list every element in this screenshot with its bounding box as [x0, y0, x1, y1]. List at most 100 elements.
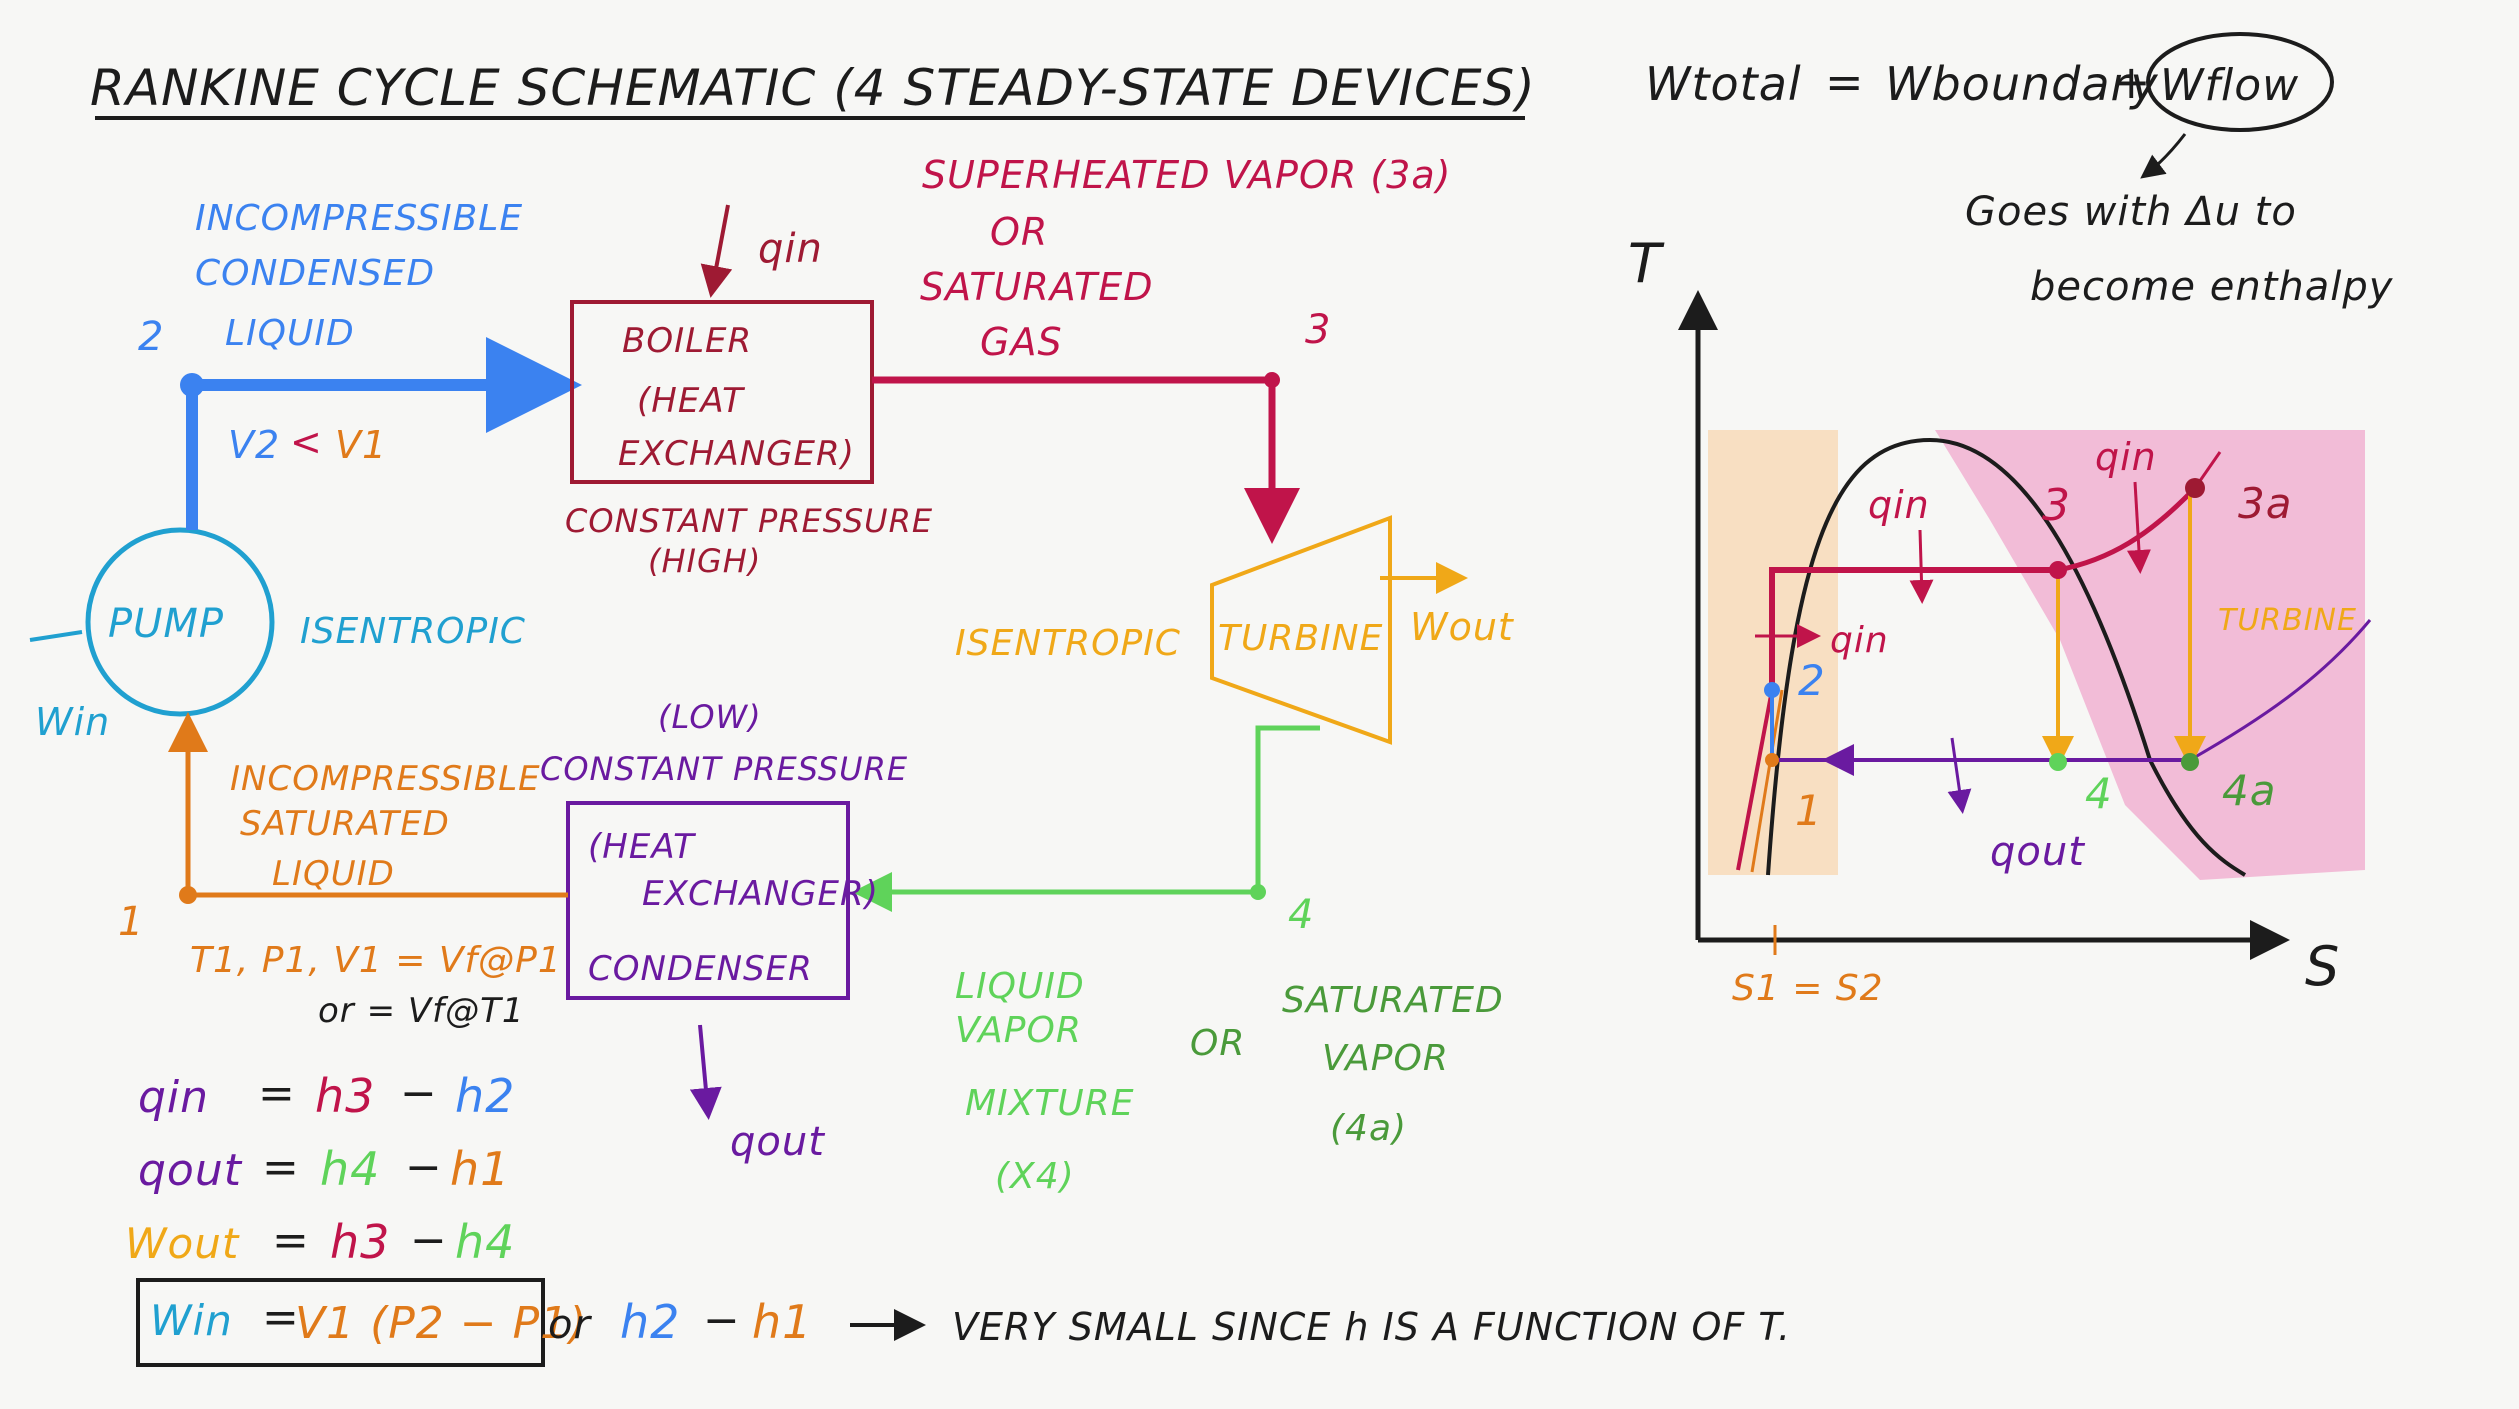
- condenser-box: [566, 801, 850, 1000]
- eq-qout-op: =: [262, 1142, 299, 1193]
- lvm-4: (X4): [995, 1156, 1075, 1197]
- qout-arrow: [689, 1024, 722, 1120]
- win-equation-box: [136, 1278, 545, 1367]
- superheated-or: OR: [990, 210, 1048, 254]
- ts-point-4: [2049, 753, 2067, 771]
- condenser-low: (LOW): [658, 698, 762, 736]
- lvm-1: LIQUID: [955, 966, 1085, 1007]
- ts-label-3: 3: [2042, 480, 2071, 531]
- w-flow: Wflow: [2160, 60, 2299, 111]
- ts-superheat-curve: [2057, 486, 2197, 573]
- liquid-label-2: LIQUID: [225, 313, 355, 354]
- lvm-3: MIXTURE: [965, 1083, 1134, 1124]
- ts-turbine-label: TURBINE: [2218, 603, 2357, 638]
- pump-win: Win: [35, 700, 110, 744]
- ts-label-2: 2: [1798, 656, 1826, 705]
- w-total: Wtotal: [1645, 57, 1802, 111]
- qin-arrow: [700, 204, 733, 298]
- condenser-label-2: EXCHANGER): [642, 874, 879, 914]
- boiler-box: [570, 300, 874, 484]
- eq-qout-b: h1: [450, 1142, 510, 1196]
- w-plus: +: [2112, 55, 2151, 109]
- eq-qin-b: h2: [455, 1069, 515, 1123]
- state-3-dot: [1264, 372, 1280, 388]
- ts-heat-addition: [1769, 567, 2058, 690]
- eq-win-lhs: Win: [150, 1296, 233, 1345]
- state-4-label: 4: [1288, 892, 1314, 938]
- eq-qin-minus: −: [400, 1068, 437, 1119]
- state-1-label: 1: [118, 899, 144, 945]
- ts-qout: qout: [1990, 829, 2085, 875]
- ts-pink-region: [1935, 430, 2365, 880]
- ts-qin-right: qin: [2095, 435, 2157, 479]
- state-3-label: 3: [1305, 307, 1331, 353]
- pump-process: ISENTROPIC: [300, 611, 526, 652]
- boiler-pressure-1: CONSTANT PRESSURE: [565, 502, 933, 540]
- eq-qout-lhs: qout: [138, 1145, 243, 1196]
- ts-label-4: 4: [2085, 769, 2113, 818]
- w-flow-note-2: become enthalpy: [2030, 264, 2394, 310]
- eq-win-a: V1 (P2 − P1): [295, 1298, 587, 1349]
- win-arrow: [29, 630, 83, 642]
- eq-qin-a: h3: [315, 1069, 375, 1123]
- incompressible-2: INCOMPRESSIBLE: [230, 759, 541, 799]
- s-axis-label: S: [2305, 935, 2340, 998]
- ts-qin-right-arrow: [2126, 481, 2151, 574]
- ts-point-2: [1764, 682, 1780, 698]
- ts-pump-line-2: [1750, 689, 1784, 873]
- boiler-pressure-2: (HIGH): [648, 542, 761, 580]
- turbine-wout: Wout: [1410, 605, 1515, 649]
- liquid-label-1: LIQUID: [272, 854, 395, 894]
- saturation-dome: [1766, 437, 2247, 877]
- eq-win-c: h1: [752, 1295, 812, 1349]
- turbine-process: ISENTROPIC: [955, 623, 1181, 664]
- lvm-2: VAPOR: [955, 1010, 1082, 1051]
- ts-diagram: T S 1 2 3 3a 4 4a qin qi: [1628, 232, 2372, 1009]
- ts-pump-line: [1736, 689, 1774, 871]
- eq-wout-a: h3: [330, 1215, 390, 1269]
- eq-qin-lhs: qin: [138, 1072, 209, 1123]
- boiler-qin: qin: [758, 226, 823, 272]
- sat-vapor-2: VAPOR: [1322, 1038, 1449, 1079]
- ts-point-3a: [2185, 478, 2205, 498]
- turbine-shape: [1210, 515, 1392, 745]
- boiler-label-2: (HEAT: [637, 381, 745, 421]
- eq-win-minus: −: [703, 1295, 740, 1346]
- state-1-props: T1, P1, V1 = Vf@P1: [190, 940, 562, 981]
- eq-wout-lhs: Wout: [125, 1219, 240, 1268]
- eq-qout-a: h4: [320, 1142, 380, 1196]
- ts-label-1: 1: [1795, 786, 1823, 835]
- eq-win-b: h2: [620, 1295, 680, 1349]
- eq-qout-minus: −: [405, 1142, 442, 1193]
- ts-point-3: [2049, 561, 2067, 579]
- state-2-label: 2: [138, 314, 164, 360]
- v-less-than: <: [290, 420, 322, 464]
- ts-qin-top: qin: [1868, 483, 1930, 527]
- state-4-dot: [1250, 884, 1266, 900]
- ts-point-4a: [2181, 753, 2199, 771]
- saturated-label: SATURATED: [240, 804, 450, 844]
- boiler-label-1: BOILER: [622, 321, 752, 361]
- incompressible-1: INCOMPRESSIBLE: [195, 198, 523, 239]
- ts-qin-left: qin: [1830, 620, 1889, 661]
- turbine-to-condenser-line: [852, 725, 1320, 912]
- eq-wout-op: =: [272, 1215, 309, 1266]
- ts-point-1: [1765, 753, 1779, 767]
- condenser-qout: qout: [730, 1119, 825, 1165]
- sat-vapor-3: (4a): [1330, 1108, 1407, 1149]
- eq-win-or: or: [548, 1302, 592, 1348]
- state-1-props-alt: or = Vf@T1: [318, 991, 525, 1031]
- pump-label: PUMP: [108, 601, 224, 647]
- ts-label-3a: 3a: [2238, 479, 2292, 528]
- s-equal-label: S1 = S2: [1732, 968, 1884, 1009]
- condenser-label-1: (HEAT: [588, 827, 696, 867]
- boiler-label-3: EXCHANGER): [618, 434, 855, 474]
- superheated-2: SATURATED: [920, 265, 1154, 309]
- eq-qin-op: =: [258, 1068, 295, 1119]
- w-eq-sign: =: [1825, 55, 1864, 109]
- eq-wout-b: h4: [455, 1215, 515, 1269]
- title: RANKINE CYCLE SCHEMATIC (4 STEADY-STATE …: [90, 59, 1536, 117]
- eq-win-note: VERY SMALL SINCE h IS A FUNCTION OF T.: [952, 1305, 1791, 1349]
